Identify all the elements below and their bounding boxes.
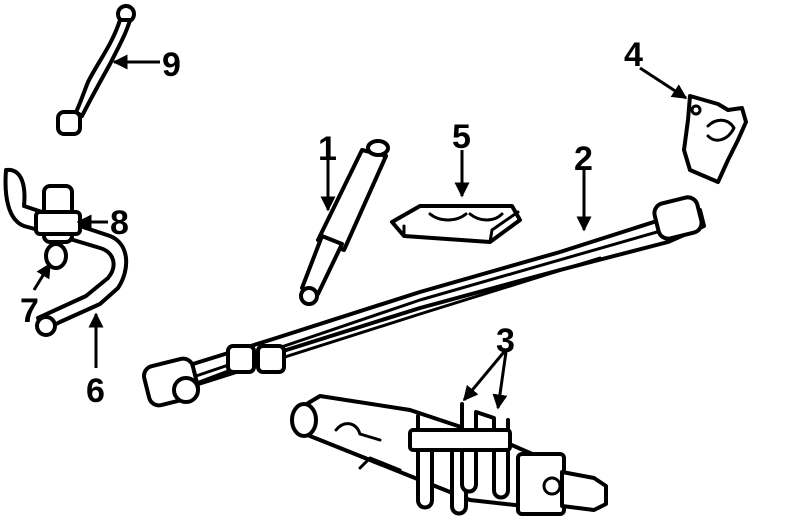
callout-3: 3 [496,322,515,360]
callout-8: 8 [110,204,129,242]
callout-5: 5 [452,118,471,156]
callout-2: 2 [574,140,593,178]
callout-1: 1 [318,130,337,168]
stabilizer-bushing-part-7[interactable] [44,242,68,270]
spring-hanger-bracket-part-4[interactable] [682,94,748,184]
u-bolts-part-3[interactable] [408,402,512,516]
callout-7: 7 [20,292,39,330]
stabilizer-bar-part-6[interactable] [3,167,129,337]
stabilizer-link-part-9[interactable] [56,4,136,136]
leaf-spring-part-2[interactable] [142,195,706,408]
callout-leaders [32,54,688,410]
callout-6: 6 [86,372,105,410]
axle-housing [290,394,608,516]
stabilizer-bracket-part-8[interactable] [34,184,82,244]
spring-plate-part-5[interactable] [390,204,522,244]
callout-4: 4 [624,36,643,74]
callout-9: 9 [162,46,181,84]
shock-absorber-part-1[interactable] [299,139,390,306]
